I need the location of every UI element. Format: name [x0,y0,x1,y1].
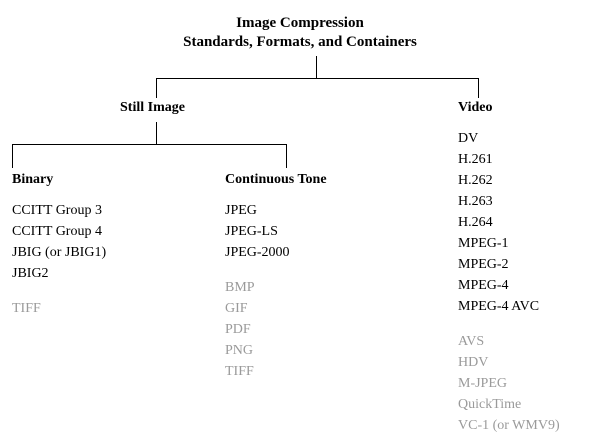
connector-still-image-stem [156,122,157,144]
list-item: JPEG-LS [225,224,278,239]
list-item: PDF [225,322,251,337]
title-line-2: Standards, Formats, and Containers [183,34,417,50]
list-item: JPEG-2000 [225,245,290,260]
list-item: MPEG-2 [458,257,509,272]
list-item: DV [458,131,479,146]
connector-still-image-horizontal [12,144,287,145]
list-item: H.262 [458,173,493,188]
list-item: HDV [458,355,489,370]
node-continuous-tone: Continuous Tone [225,172,327,187]
list-item: M-JPEG [458,376,508,391]
connector-binary-drop [12,144,13,168]
list-item: MPEG-4 AVC [458,299,540,314]
list-item: VC-1 (or WMV9) [458,418,560,433]
node-still-image: Still Image [120,100,185,115]
connector-root-stem [316,56,317,78]
list-item: JPEG [225,203,257,218]
list-item: AVS [458,334,485,349]
list-item: GIF [225,301,248,316]
list-item: PNG [225,343,254,358]
list-item: H.261 [458,152,493,167]
connector-top-horizontal [156,78,479,79]
list-item: JBIG2 [12,266,49,281]
list-item: QuickTime [458,397,522,412]
list-item: MPEG-1 [458,236,509,251]
list-item: H.264 [458,215,493,230]
connector-continuous-tone-drop [286,144,287,168]
list-item: TIFF [12,301,41,316]
list-item: MPEG-4 [458,278,509,293]
list-item: CCITT Group 4 [12,224,102,239]
node-video: Video [458,100,493,115]
title-line-1: Image Compression [236,15,364,31]
list-item: JBIG (or JBIG1) [12,245,107,260]
list-item: CCITT Group 3 [12,203,102,218]
list-item: TIFF [225,364,254,379]
node-binary: Binary [12,172,54,187]
page-title: Image Compression Standards, Formats, an… [0,14,600,52]
connector-video-drop [478,78,479,98]
list-item: BMP [225,280,255,295]
list-binary: CCITT Group 3 CCITT Group 4 JBIG (or JBIG1… [12,200,106,319]
list-item: H.263 [458,194,493,209]
connector-still-image-drop [156,78,157,98]
